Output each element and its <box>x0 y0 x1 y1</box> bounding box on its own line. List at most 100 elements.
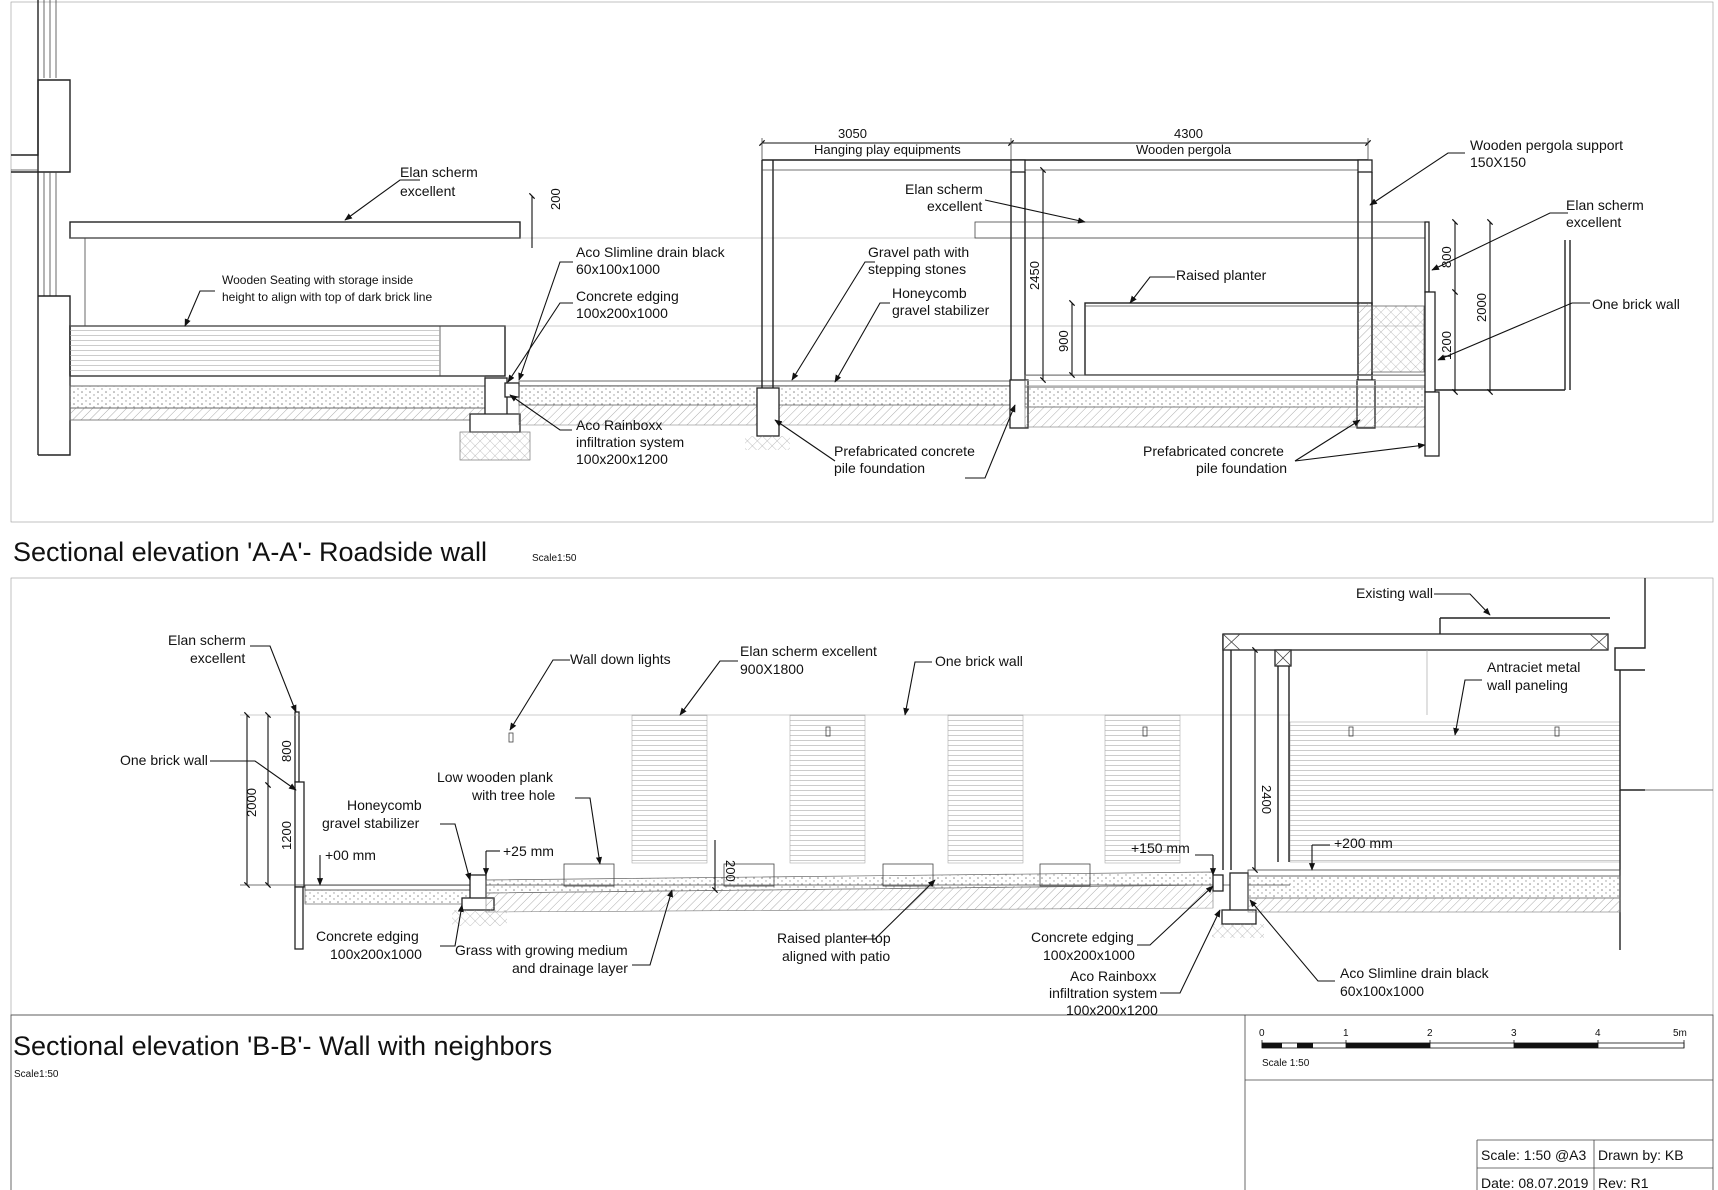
label-labels-honey-b: gravel stabilizer <box>892 302 990 318</box>
label-labels-elan1-a: Elan scherm <box>400 164 478 180</box>
label-labels-lights: Wall down lights <box>570 651 671 667</box>
label-labels-honey-a: Honeycomb <box>347 797 422 813</box>
label-labels-elanmid-a: Elan scherm excellent <box>740 643 877 659</box>
section-a-dimensions <box>528 138 1494 396</box>
section-b-leaders <box>210 593 1491 994</box>
label-labels-elan3-a: Elan scherm <box>1566 197 1644 213</box>
label-labels-elan-a: Elan scherm <box>168 632 246 648</box>
label-labels-elan3-b: excellent <box>1566 214 1621 230</box>
label-ticks-2: 2 <box>1427 1028 1433 1039</box>
dim-b-2000: 2000 <box>244 788 259 817</box>
title-block: Scale: 1:50 @A3 Drawn by: KB Date: 08.07… <box>1476 1139 1713 1190</box>
section-a-leaders <box>184 152 1590 479</box>
label-labels-pile2-a: Prefabricated concrete <box>1143 443 1284 459</box>
dim-2450: 2450 <box>1027 261 1042 290</box>
dim-b-800: 800 <box>279 740 294 762</box>
label-labels-support-a: Wooden pergola support <box>1470 137 1623 153</box>
label-ticks-0: 0 <box>1259 1028 1265 1039</box>
label-ticks-4: 4 <box>1595 1028 1601 1039</box>
label-labels-edging-b: 100x200x1000 <box>330 946 422 962</box>
label-labels-rainboxx-a: Aco Rainboxx <box>576 417 662 433</box>
label-labels-rainboxx-c: 100x200x1200 <box>576 451 668 467</box>
title-block-date: Date: 08.07.2019 <box>1481 1175 1589 1190</box>
label-labels-honey-b: gravel stabilizer <box>322 815 420 831</box>
label-labels-antraciet-b: wall paneling <box>1486 677 1568 693</box>
section-a-drawing <box>11 0 1571 461</box>
label-labels-seating-b: height to align with top of dark brick l… <box>222 290 432 304</box>
label-labels-rainboxx-b: infiltration system <box>576 434 684 450</box>
label-labels-edging-b: 100x200x1000 <box>576 305 668 321</box>
dim-hanging-label: Hanging play equipments <box>814 142 961 157</box>
label-labels-brick2: One brick wall <box>935 653 1023 669</box>
level-00: +00 mm <box>325 847 376 863</box>
level-200: +200 mm <box>1334 835 1393 851</box>
dim-b-2400: 2400 <box>1259 785 1274 814</box>
section-a-labels: 3050 Hanging play equipments 4300 Wooden… <box>222 126 1680 476</box>
label-ticks-1: 1 <box>1343 1028 1349 1039</box>
section-a-frame <box>10 1 1714 523</box>
label-labels-drain-b: 60x100x1000 <box>1340 983 1424 999</box>
label-labels-planter-b: aligned with patio <box>782 948 890 964</box>
label-ticks-5: 5m <box>1673 1028 1687 1039</box>
label-labels-pile2-b: pile foundation <box>1196 460 1287 476</box>
label-labels-edging-a: Concrete edging <box>576 288 679 304</box>
label-labels-rainboxx-a: Aco Rainboxx <box>1070 968 1156 984</box>
label-labels-planter-a: Raised planter top <box>777 930 891 946</box>
label-labels-drain-a: Aco Slimline drain black <box>1340 965 1490 981</box>
section-b-drawing <box>240 578 1713 950</box>
section-b-scale: Scale1:50 <box>14 1069 59 1080</box>
dim-1200: 1200 <box>1439 331 1454 360</box>
dim-b-200: 200 <box>723 860 738 882</box>
label-labels-honey-a: Honeycomb <box>892 285 967 301</box>
label-labels-support-b: 150X150 <box>1470 154 1526 170</box>
label-labels-gravel-b: stepping stones <box>868 261 966 277</box>
label-labels-grass-b: and drainage layer <box>512 960 628 976</box>
title-block-drawn-by: Drawn by: KB <box>1598 1147 1684 1163</box>
label-labels-elanmid-b: 900X1800 <box>740 661 804 677</box>
label-labels-pile1-b: pile foundation <box>834 460 925 476</box>
label-scale-bar-label: Scale 1:50 <box>1262 1058 1310 1069</box>
section-a-scale: Scale1:50 <box>532 553 577 564</box>
label-labels-seating-a: Wooden Seating with storage inside <box>222 273 414 287</box>
label-ticks-3: 3 <box>1511 1028 1517 1039</box>
label-labels-plank-a: Low wooden plank <box>437 769 554 785</box>
label-labels-elan-b: excellent <box>190 650 245 666</box>
section-b-dimensions <box>243 646 1330 894</box>
label-labels-brick: One brick wall <box>120 752 208 768</box>
label-labels-aco-drain-a: Aco Slimline drain black <box>576 244 726 260</box>
label-labels-brick: One brick wall <box>1592 296 1680 312</box>
label-labels-edging2-a: Concrete edging <box>1031 929 1134 945</box>
label-labels-grass-a: Grass with growing medium <box>455 942 628 958</box>
section-b-title: Sectional elevation 'B-B'- Wall with nei… <box>13 1031 552 1061</box>
label-labels-elan2-a: Elan scherm <box>905 181 983 197</box>
section-b-labels: 800 2000 1200 200 2400 +00 mm +25 mm +15… <box>120 585 1580 1018</box>
dim-2000: 2000 <box>1474 293 1489 322</box>
label-labels-planter: Raised planter <box>1176 267 1267 283</box>
label-labels-plank-b: with tree hole <box>471 787 555 803</box>
dim-200: 200 <box>548 188 563 210</box>
title-block-frame <box>10 1014 1714 1190</box>
dim-b-1200: 1200 <box>279 821 294 850</box>
title-block-scale: Scale: 1:50 @A3 <box>1481 1147 1586 1163</box>
level-25: +25 mm <box>503 843 554 859</box>
label-labels-antraciet-a: Antraciet metal <box>1487 659 1580 675</box>
scale-bar: 0 1 2 3 4 5m Scale 1:50 <box>1244 1015 1713 1190</box>
dim-pergola-label: Wooden pergola <box>1136 142 1232 157</box>
label-labels-pile1-a: Prefabricated concrete <box>834 443 975 459</box>
label-labels-aco-drain-b: 60x100x1000 <box>576 261 660 277</box>
dim-900: 900 <box>1056 330 1071 352</box>
title-block-rev: Rev: R1 <box>1598 1175 1649 1190</box>
dim-800: 800 <box>1439 246 1454 268</box>
section-a-title: Sectional elevation 'A-A'- Roadside wall <box>13 537 487 567</box>
label-labels-gravel-a: Gravel path with <box>868 244 969 260</box>
label-labels-edging-a: Concrete edging <box>316 928 419 944</box>
label-labels-elan2-b: excellent <box>927 198 982 214</box>
label-labels-elan1-b: excellent <box>400 183 455 199</box>
dim-3050: 3050 <box>838 126 867 141</box>
level-150: +150 mm <box>1131 840 1190 856</box>
label-labels-rainboxx-c: 100x200x1200 <box>1066 1002 1158 1018</box>
label-labels-rainboxx-b: infiltration system <box>1049 985 1157 1001</box>
dim-4300: 4300 <box>1174 126 1203 141</box>
label-labels-edging2-b: 100x200x1000 <box>1043 947 1135 963</box>
